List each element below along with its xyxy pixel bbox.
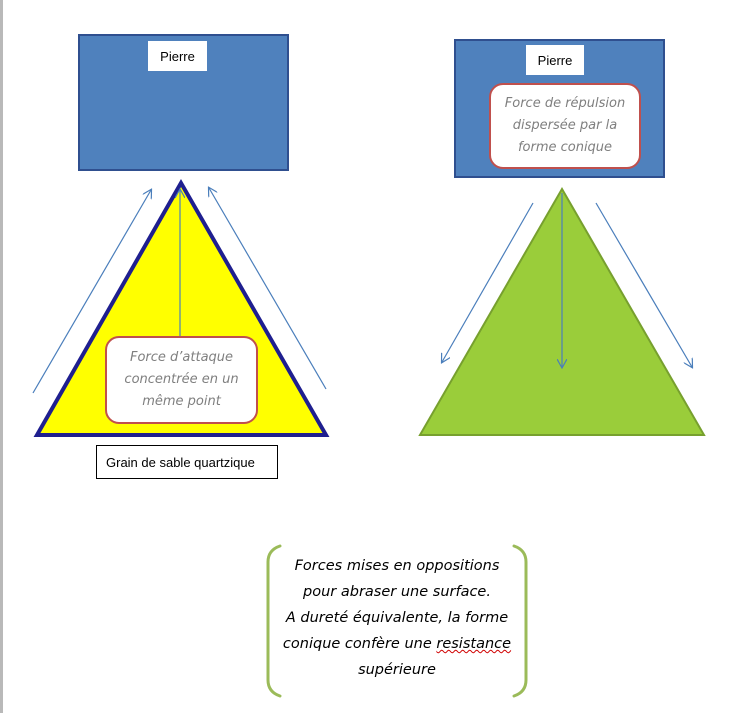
summary-line: pour abraser une surface. (303, 584, 491, 600)
right-outer-arrow-right (595, 202, 692, 367)
right-callout-line: forme conique (517, 140, 613, 155)
spellcheck-word: resistance (436, 636, 512, 652)
summary-line-part: conique confère une (282, 636, 437, 652)
left-outer-arrow-left (32, 190, 151, 394)
summary-line: Forces mises en oppositions (294, 558, 500, 574)
right-repulsion-callout: Force de répulsion dispersée par la form… (489, 83, 641, 169)
summary-right-bracket (512, 544, 528, 698)
summary-line: conique confère une resistance (276, 631, 518, 657)
right-stone-label: Pierre (526, 45, 584, 75)
left-callout-line: Force d’attaque (129, 350, 234, 365)
summary-text: Forces mises en oppositions pour abraser… (276, 553, 518, 683)
page-edge-rule (0, 0, 3, 713)
right-outer-arrow-left (442, 202, 534, 362)
left-stone-label: Pierre (148, 41, 207, 71)
summary-left-bracket (266, 544, 282, 698)
sand-grain-caption: Grain de sable quartzique (96, 445, 278, 479)
summary-line: A dureté équivalente, la forme (285, 610, 509, 626)
left-attack-callout: Force d’attaque concentrée en un même po… (105, 336, 258, 424)
left-callout-line: concentrée en un (124, 372, 239, 387)
right-callout-line: dispersée par la (512, 118, 618, 133)
right-callout-line: Force de répulsion (504, 96, 626, 111)
left-outer-arrow-right (209, 188, 327, 390)
summary-line: supérieure (358, 662, 436, 678)
left-callout-line: même point (142, 394, 221, 409)
